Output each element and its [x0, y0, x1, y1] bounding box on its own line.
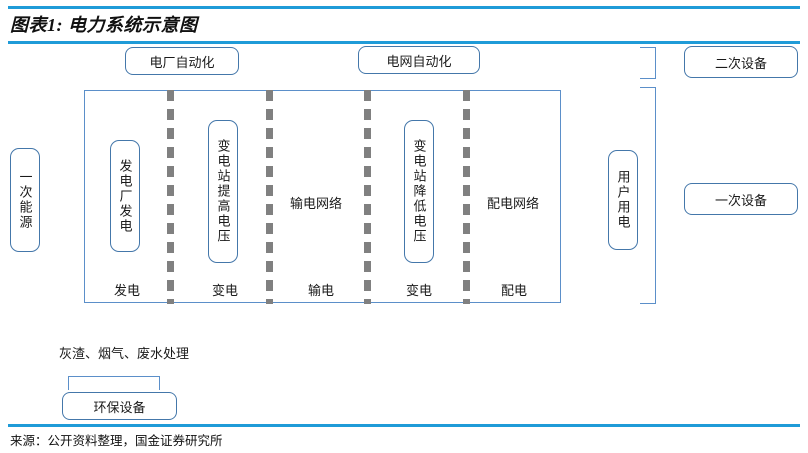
- source-note: 来源：公开资料整理，国金证券研究所: [10, 434, 223, 448]
- box-primary-equipment[interactable]: 一次设备: [684, 183, 798, 215]
- stage-label-generation: 发电: [113, 283, 140, 298]
- label-transmission-network: 输电网络: [289, 196, 342, 211]
- divider-dashed-1: [167, 90, 174, 304]
- divider-dashed-4: [463, 90, 470, 304]
- box-primary-energy[interactable]: 一次能源: [10, 148, 40, 252]
- bracket-primary-equipment: [640, 87, 656, 304]
- bottom-rule: [8, 424, 800, 427]
- label-waste-treatment: 灰渣、烟气、废水处理: [59, 346, 190, 361]
- box-substation-step-down[interactable]: 变电站降低电压: [404, 120, 434, 263]
- title-underline-rule: [8, 41, 800, 44]
- bracket-environmental-equipment: [68, 376, 160, 390]
- box-plant-automation[interactable]: 电厂自动化: [125, 47, 239, 75]
- stage-label-transformation-up: 变电: [211, 283, 238, 298]
- power-system-outer-rect: [84, 90, 561, 303]
- box-substation-step-up[interactable]: 变电站提高电压: [208, 120, 238, 263]
- box-power-plant-generation[interactable]: 发电厂发电: [110, 140, 140, 252]
- bracket-secondary-equipment: [640, 47, 656, 79]
- stage-label-transmission: 输电: [307, 283, 334, 298]
- box-environmental-equipment[interactable]: 环保设备: [62, 392, 177, 420]
- divider-dashed-3: [364, 90, 371, 304]
- label-distribution-network: 配电网络: [486, 196, 539, 211]
- box-grid-automation[interactable]: 电网自动化: [358, 46, 480, 74]
- stage-label-distribution: 配电: [500, 283, 527, 298]
- stage-label-transformation-down: 变电: [405, 283, 432, 298]
- box-secondary-equipment[interactable]: 二次设备: [684, 46, 798, 78]
- box-user-consumption[interactable]: 用户用电: [608, 150, 638, 250]
- top-rule: [8, 6, 800, 9]
- page-title: 图表1: 电力系统示意图: [10, 15, 198, 35]
- divider-dashed-2: [266, 90, 273, 304]
